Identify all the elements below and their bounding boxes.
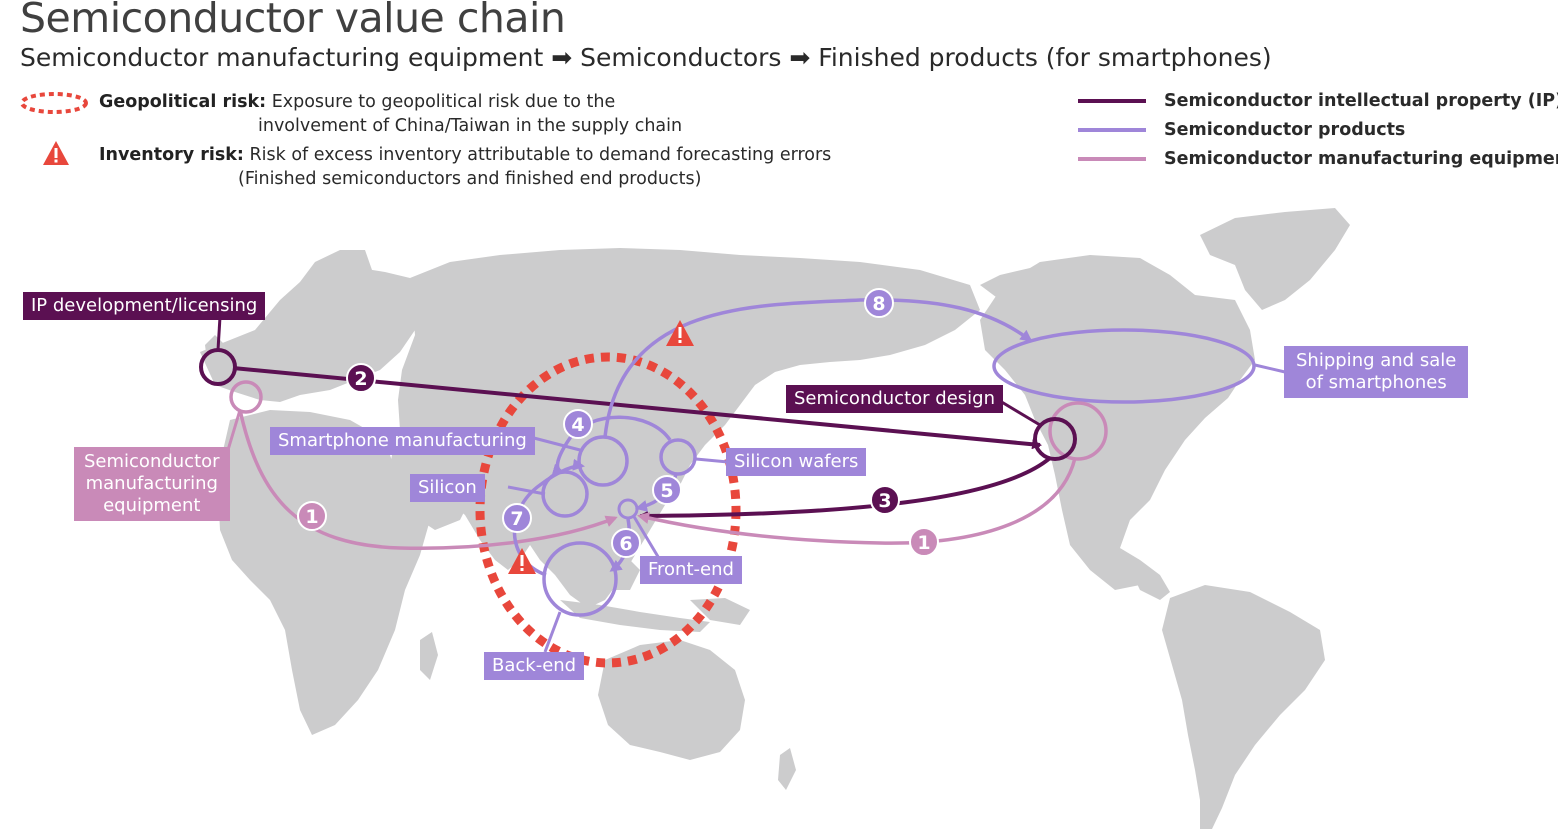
label-equipment-line1: Semiconductor [84, 451, 220, 472]
legend-item-ip: Semiconductor intellectual property (IP) [1164, 91, 1558, 111]
svg-text:3: 3 [878, 490, 891, 512]
madagascar [420, 632, 438, 680]
label-silicon: Silicon [410, 474, 485, 502]
inventory-risk-label: Inventory risk: [99, 145, 244, 165]
legend-item-equipment: Semiconductor manufacturing equipment [1164, 149, 1558, 169]
flow-line-8 [603, 298, 1033, 438]
label-front-end: Front-end [640, 556, 742, 584]
page-subtitle: Semiconductor manufacturing equipment ➡ … [20, 43, 1272, 72]
us-design-region [1033, 417, 1077, 461]
label-equipment-line2: manufacturing [85, 473, 218, 494]
alaska [980, 262, 1040, 300]
page-title: Semiconductor value chain [20, 0, 566, 42]
connector-design [999, 399, 1041, 427]
land-masses [200, 208, 1350, 829]
japan-wafers-region [659, 438, 697, 476]
subtitle-finished-products: Finished products (for smartphones) [818, 43, 1272, 72]
geo-risk-legend-line2: involvement of China/Taiwan in the suppl… [258, 116, 683, 136]
inventory-risk-legend-line2: (Finished semiconductors and finished en… [238, 169, 702, 189]
label-shipping-line2: of smartphones [1305, 372, 1447, 393]
label-equipment-europe: Semiconductor manufacturing equipment [74, 447, 230, 521]
connector-ip [216, 316, 222, 351]
label-equipment-line3: equipment [103, 495, 201, 516]
north-america-sales-region [992, 328, 1256, 404]
legend-item-products: Semiconductor products [1164, 120, 1406, 140]
legend-swatch-ip [1078, 99, 1146, 103]
right-arrow-icon: ➡ [551, 43, 573, 72]
greenland [1200, 208, 1350, 310]
label-silicon-wafers: Silicon wafers [726, 448, 867, 476]
label-back-end: Back-end [484, 652, 585, 680]
australia [598, 640, 745, 760]
svg-text:2: 2 [354, 368, 367, 390]
flow-line-1-europe [238, 409, 618, 550]
label-shipping-line1: Shipping and sale [1296, 350, 1457, 371]
svg-text:5: 5 [660, 480, 673, 502]
step-badge-6: 6 [611, 528, 641, 558]
geopolitical-risk-zone [475, 352, 741, 668]
flow-line-3 [638, 456, 1052, 521]
warning-triangle-icon [666, 320, 694, 346]
connector-shipping [1254, 363, 1286, 374]
legend-swatch-products [1078, 128, 1146, 132]
inventory-risk-legend-line1: Inventory risk: Risk of excess inventory… [99, 145, 831, 165]
connector-wafers [695, 457, 729, 464]
north-america [980, 255, 1255, 590]
warning-triangle-icon [508, 548, 536, 574]
svg-text:1: 1 [305, 506, 318, 528]
central-america [1120, 548, 1170, 600]
step-badge-2: 2 [346, 363, 376, 393]
sea-backend-region [542, 541, 618, 617]
indonesia [560, 600, 710, 632]
label-ip-development: IP development/licensing [23, 292, 266, 320]
scandinavia [300, 250, 372, 285]
svg-text:1: 1 [917, 532, 930, 554]
svg-text:8: 8 [872, 293, 885, 315]
label-semiconductor-design: Semiconductor design [786, 385, 1003, 413]
step-badge-3: 3 [870, 485, 900, 515]
connector-smartphone [529, 435, 581, 452]
step-badge-1-us: 1 [909, 527, 939, 557]
subtitle-equipment: Semiconductor manufacturing equipment [20, 43, 544, 72]
legend-swatch-equipment [1078, 157, 1146, 161]
inventory-risk-text: Risk of excess inventory attributable to… [249, 145, 832, 165]
dotted-ring-icon [20, 92, 88, 114]
svg-text:4: 4 [571, 414, 584, 436]
south-america [1162, 585, 1325, 829]
japan [675, 410, 708, 472]
step-badge-4: 4 [563, 409, 593, 439]
connector-silicon [507, 485, 546, 496]
step-badge-8: 8 [864, 288, 894, 318]
flow-line-1-us [637, 457, 1077, 545]
label-shipping-sale: Shipping and sale of smartphones [1284, 346, 1469, 398]
geo-risk-label: Geopolitical risk: [99, 92, 267, 112]
step-badge-7: 7 [502, 503, 532, 533]
connector-backend [543, 611, 562, 653]
geo-risk-legend-line1: Geopolitical risk: Exposure to geopoliti… [99, 92, 615, 112]
europe-equipment-region [229, 380, 263, 414]
geo-risk-text: Exposure to geopolitical risk due to the [271, 92, 616, 112]
connector-frontend [631, 514, 662, 561]
us-equipment-region [1048, 401, 1108, 461]
step-badge-5: 5 [652, 475, 682, 505]
new-zealand [778, 748, 796, 790]
label-smartphone-manufacturing: Smartphone manufacturing [270, 427, 535, 455]
connector-equipment [226, 409, 242, 451]
warning-triangle-icon [43, 141, 69, 165]
step-badge-1-europe: 1 [297, 501, 327, 531]
subtitle-semiconductors: Semiconductors [580, 43, 782, 72]
svg-text:7: 7 [510, 508, 523, 530]
svg-text:6: 6 [619, 533, 632, 555]
right-arrow-icon: ➡ [789, 43, 811, 72]
